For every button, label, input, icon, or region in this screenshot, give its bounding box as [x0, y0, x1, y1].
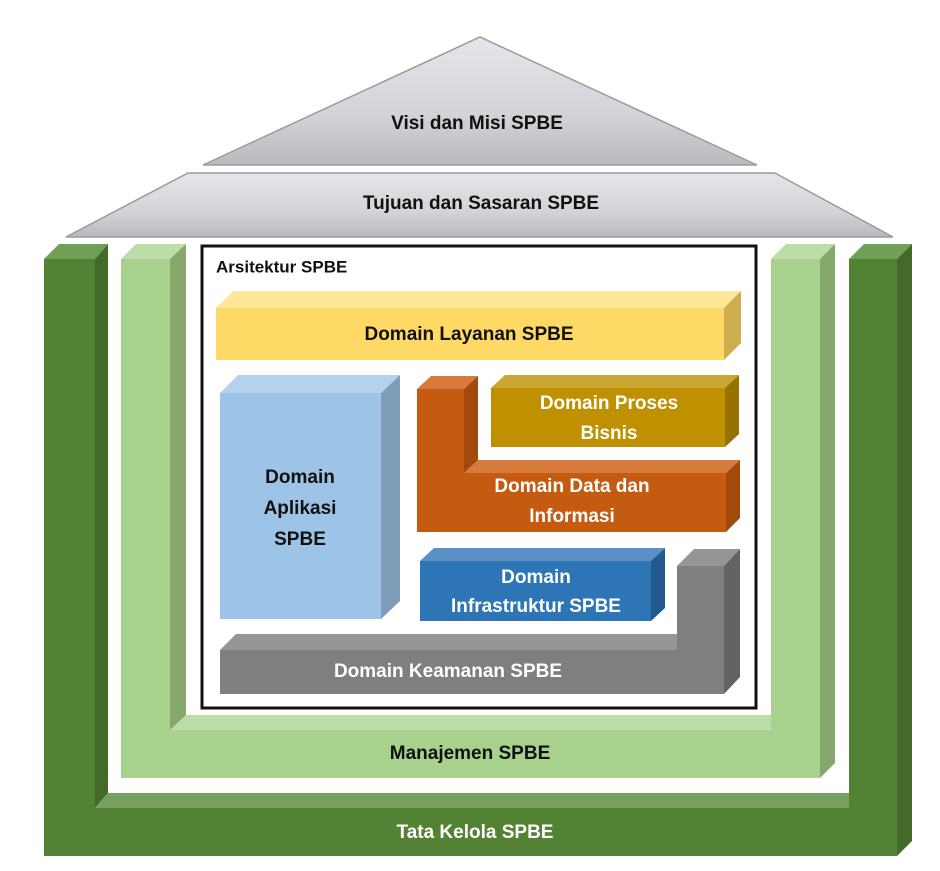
domain-layanan-front — [216, 308, 724, 360]
domain-aplikasi-front — [220, 393, 381, 619]
manajemen-left-side — [170, 244, 186, 730]
domain-infrastruktur-top — [420, 548, 665, 561]
manajemen-label: Manajemen SPBE — [390, 743, 551, 764]
tata-kelola-bottom-bar — [95, 808, 897, 856]
domain-layanan-side — [724, 291, 741, 360]
domain-data-informasi: Domain Data dan Informasi — [417, 376, 740, 532]
domain-keamanan: Domain Keamanan SPBE — [220, 549, 740, 694]
domain-keamanan-label: Domain Keamanan SPBE — [334, 661, 562, 682]
manajemen-left-pillar — [121, 259, 170, 778]
goals-targets-label: Tujuan dan Sasaran SPBE — [363, 193, 599, 214]
tata-kelola-label: Tata Kelola SPBE — [397, 822, 554, 843]
domain-layanan-top — [216, 291, 741, 308]
domain-keamanan-side — [724, 549, 740, 694]
tata-kelola-right-side — [897, 244, 912, 856]
domain-infrastruktur-label-line1: Domain — [501, 567, 571, 588]
roof-vision-triangle — [202, 36, 758, 166]
manajemen-left-top — [121, 244, 186, 259]
domain-infrastruktur: Domain Infrastruktur SPBE — [420, 548, 665, 621]
manajemen-bottom-top — [170, 715, 771, 730]
vision-mission-label: Visi dan Misi SPBE — [391, 113, 563, 134]
roof-goals-band — [65, 172, 894, 238]
manajemen-bottom-bar — [121, 730, 820, 778]
domain-aplikasi-side — [381, 375, 400, 619]
manajemen-right-side — [820, 244, 835, 778]
domain-proses-label-line1: Domain Proses — [540, 393, 678, 414]
domain-data-front — [417, 389, 726, 532]
manajemen-right-top — [771, 244, 835, 259]
tata-kelola-right-top — [849, 244, 912, 259]
domain-proses-side — [725, 375, 739, 447]
tata-kelola-left-side — [95, 244, 108, 808]
architecture-title: Arsitektur SPBE — [216, 257, 347, 276]
domain-data-label-line2: Informasi — [529, 506, 615, 527]
domain-layanan-label: Domain Layanan SPBE — [364, 324, 573, 345]
manajemen-frame: Manajemen SPBE — [121, 244, 835, 778]
domain-layanan: Domain Layanan SPBE — [216, 291, 741, 360]
domain-data-side — [726, 460, 740, 532]
domain-aplikasi-label-line2: Aplikasi — [264, 498, 337, 519]
tata-kelola-left-top — [44, 244, 108, 259]
domain-aplikasi-top — [220, 375, 400, 393]
domain-proses-top — [491, 375, 739, 388]
domain-data-inner-side — [464, 376, 478, 473]
domain-proses-label-line2: Bisnis — [580, 423, 637, 444]
domain-data-label-line1: Domain Data dan — [494, 476, 649, 497]
tata-kelola-right-pillar — [849, 259, 897, 856]
tata-kelola-left-pillar — [44, 259, 95, 856]
domain-infrastruktur-front — [420, 561, 651, 621]
domain-keamanan-top-vertical — [677, 549, 740, 566]
domain-data-top-horizontal — [464, 460, 740, 473]
domain-infrastruktur-label-line2: Infrastruktur SPBE — [451, 596, 621, 617]
tata-kelola-frame: Tata Kelola SPBE — [44, 244, 912, 856]
domain-proses-front — [491, 388, 725, 447]
domain-proses-bisnis: Domain Proses Bisnis — [491, 375, 739, 447]
domain-keamanan-front — [220, 566, 724, 694]
domain-aplikasi-label-line3: SPBE — [274, 529, 326, 550]
domain-keamanan-top-horizontal — [220, 634, 677, 650]
domain-infrastruktur-side — [651, 548, 665, 621]
domain-aplikasi: Domain Aplikasi SPBE — [220, 375, 400, 619]
domain-data-top-vertical — [417, 376, 478, 389]
tata-kelola-bottom-top — [95, 793, 849, 808]
roof: Visi dan Misi SPBE Tujuan dan Sasaran SP… — [65, 36, 894, 238]
manajemen-right-pillar — [771, 259, 820, 778]
architecture-box: Arsitektur SPBE Domain Layanan SPBE Doma… — [200, 244, 758, 710]
domain-aplikasi-label-line1: Domain — [265, 467, 335, 488]
